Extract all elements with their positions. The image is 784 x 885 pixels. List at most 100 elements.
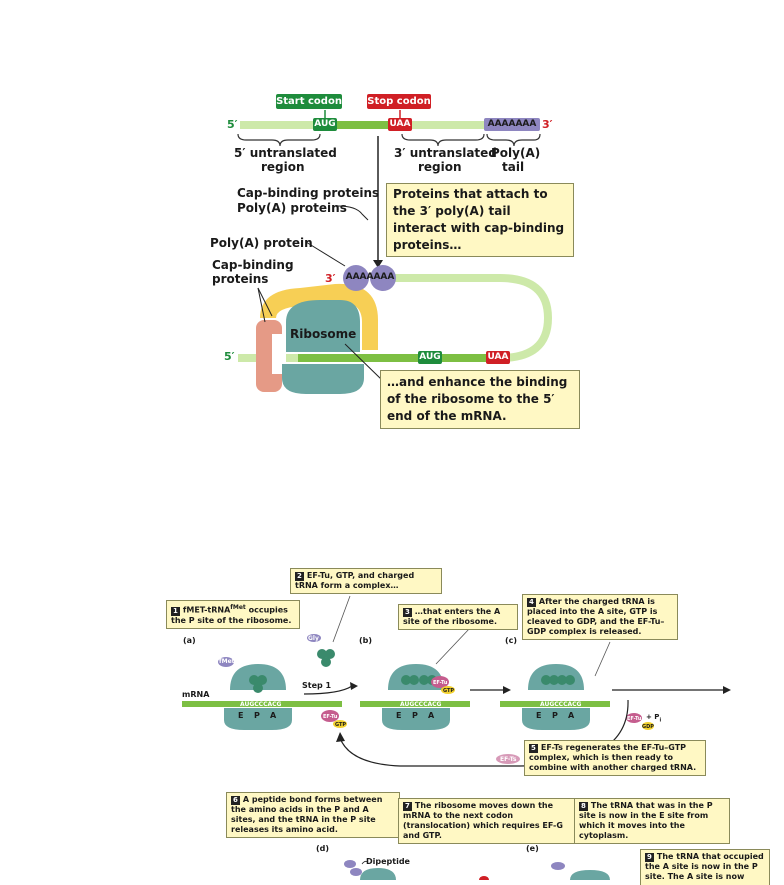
leader-cap-binding-1 (257, 287, 273, 317)
fmet-label: fMet (219, 658, 235, 665)
step3-text: …that enters the A site of the ribosome. (403, 607, 501, 626)
gtp-b-label: GTP (443, 688, 455, 694)
polya-protein-2 (370, 265, 396, 291)
red-partial (479, 876, 489, 880)
efts-label: EF-Ts (500, 756, 517, 763)
uacggg-c: UAC GGG (542, 693, 573, 700)
site-p-b: P (412, 711, 418, 720)
ribosome-c-small (522, 708, 590, 730)
polya-tail-label-2: tail (502, 160, 525, 174)
leader-callout2 (344, 343, 383, 381)
ptr-step4 (594, 641, 611, 677)
panel-c-label: (c) (505, 636, 518, 645)
cap-binding-label-2: proteins (212, 272, 269, 286)
step7-number: 7 (403, 802, 412, 811)
gly-label: Gly (308, 635, 319, 642)
coding-region-bar (315, 121, 399, 129)
step1-rest: occupies the P site of the ribosome. (171, 605, 292, 625)
ribosome-a-small (224, 708, 292, 730)
arrow-b-c-head (503, 686, 511, 694)
site-a-a: A (270, 711, 277, 720)
step1-number: 1 (171, 606, 180, 616)
step1-arrow-head (350, 682, 358, 690)
step8-number: 8 (579, 802, 588, 811)
step2-text: EF-Tu, GTP, and charged tRNA form a comp… (295, 571, 415, 590)
step9-number: 9 (645, 853, 654, 862)
start-codon-tag: Start codon (276, 94, 342, 109)
pi-text: + P (646, 713, 660, 721)
step5-text: EF-Ts regenerates the EF-Tu–GTP complex,… (529, 743, 697, 772)
leader-cap-binding-2 (257, 287, 266, 323)
site-a-c: A (568, 711, 575, 720)
step4-number: 4 (527, 598, 536, 607)
five-prime-label: 5′ (227, 118, 238, 131)
stop-codon-tag: Stop codon (367, 94, 431, 109)
trna-e-partial (551, 862, 565, 870)
site-e-b: E (396, 711, 402, 720)
dipeptide-ptr (361, 860, 369, 865)
polya-protein-1 (343, 265, 369, 291)
mrna-strand-a (182, 701, 342, 707)
dipeptide-a (344, 860, 356, 868)
cap-binding-proteins-label: Cap-binding proteins (237, 186, 380, 200)
mrna-strand-c (500, 701, 610, 707)
utr5-label-2: region (261, 160, 305, 174)
gtp-b (441, 686, 455, 694)
gtp-a-free (333, 720, 347, 728)
eftu-released (626, 713, 642, 723)
cap-binding-label-1: Cap-binding (212, 258, 294, 272)
uaa-codon: UAA (388, 118, 412, 131)
loop-polya-sequence: AAAAAAA (345, 272, 395, 282)
site-p-c: P (552, 711, 558, 720)
ribosome-e-partial (570, 870, 610, 880)
trna-c (541, 675, 575, 685)
mrna-loop (250, 274, 553, 362)
efts (496, 754, 520, 764)
site-e-a: E (238, 711, 244, 720)
fmet-a (218, 657, 234, 667)
step1-arrow-label: Step 1 (302, 681, 332, 690)
loop-three-prime-label: 3′ (325, 272, 336, 285)
ggg-label: GGG (320, 669, 335, 676)
step1-arrow (303, 685, 353, 695)
step7-text: The ribosome moves down the mRNA to the … (403, 801, 563, 840)
utr5-label-1: 5′ untranslated (234, 146, 337, 160)
loop-aug-codon: AUG (418, 351, 442, 364)
ribosome-d-partial (360, 868, 396, 880)
utr3-label-2: region (418, 160, 462, 174)
aug-codon: AUG (313, 118, 337, 131)
eftu-rel-label: EF-Tu (627, 716, 642, 722)
step6-number: 6 (231, 796, 240, 805)
regen-arrow-head (336, 732, 345, 742)
pi-label: + Pi (646, 712, 661, 725)
ribosome-label: Ribosome (290, 327, 357, 341)
gdp-label: GDP (642, 724, 654, 730)
leader-cap-polya (337, 205, 369, 221)
callout-ribosome-binding: …and enhance the binding of the ribosome… (380, 370, 580, 429)
site-a-b: A (428, 711, 435, 720)
step3-callout: 3…that enters the A site of the ribosome… (398, 604, 518, 630)
trna-a (249, 675, 267, 693)
cap-binding-protein (260, 283, 378, 350)
codons-a: AUGCCCACG (240, 701, 282, 708)
three-prime-label: 3′ (542, 118, 553, 131)
uacggg-b: UAC GGG (402, 693, 433, 700)
utr3-label-1: 3′ untranslated (394, 146, 497, 160)
step4-text: After the charged tRNA is placed into th… (527, 597, 665, 636)
polya-sequence: AAAAAAA (484, 118, 540, 131)
step1-sup: fMet (230, 604, 246, 611)
step9-text: The tRNA that occupied the A site is now… (645, 852, 764, 881)
ribosome-large (286, 300, 360, 352)
eftu-a-label: EF-Tu (323, 714, 338, 720)
arrow-c-out-head (723, 686, 731, 694)
gdp-released (642, 722, 654, 730)
polya-proteins-label: Poly(A) proteins (237, 201, 347, 215)
panel-a-label: (a) (183, 636, 196, 645)
mrna-strand-b (360, 701, 470, 707)
trna-b-free (317, 649, 335, 667)
